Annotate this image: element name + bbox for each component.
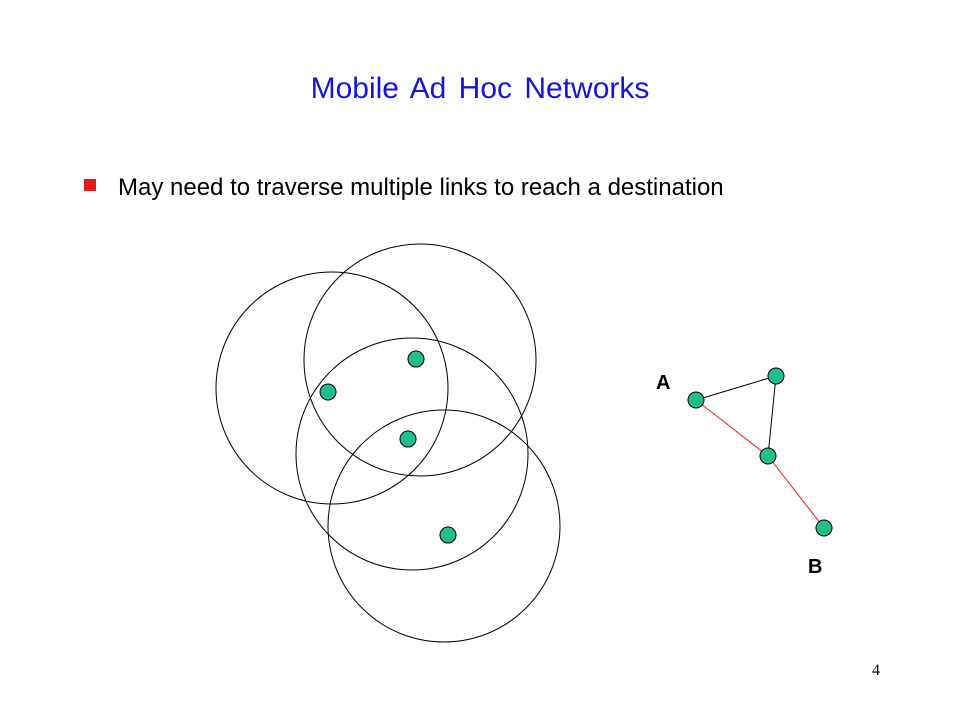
direct-link [695, 375, 777, 401]
range-circle [295, 337, 529, 571]
range-circle [327, 409, 561, 643]
relay-node [767, 367, 785, 385]
label-b: B [808, 556, 822, 578]
node-b [815, 519, 833, 537]
mobile-nodes [319, 350, 457, 544]
mobile-node [399, 430, 417, 448]
page-number: 4 [872, 662, 880, 679]
range-circle [303, 243, 537, 477]
range-circle [215, 271, 449, 505]
multi-hop-graph: A B [656, 367, 833, 578]
direct-link [767, 375, 777, 457]
mobile-node [407, 350, 425, 368]
mobile-node [319, 383, 337, 401]
relay-node [759, 447, 777, 465]
slide-title: Mobile Ad Hoc Networks [310, 72, 650, 105]
transmission-ranges [215, 243, 561, 643]
bullet-text: May need to traverse multiple links to r… [118, 174, 724, 201]
route-hop [767, 455, 825, 529]
route-hop [695, 399, 769, 457]
square-bullet-icon [84, 179, 96, 191]
mobile-node [439, 526, 457, 544]
node-a [687, 391, 705, 409]
label-a: A [656, 372, 670, 394]
